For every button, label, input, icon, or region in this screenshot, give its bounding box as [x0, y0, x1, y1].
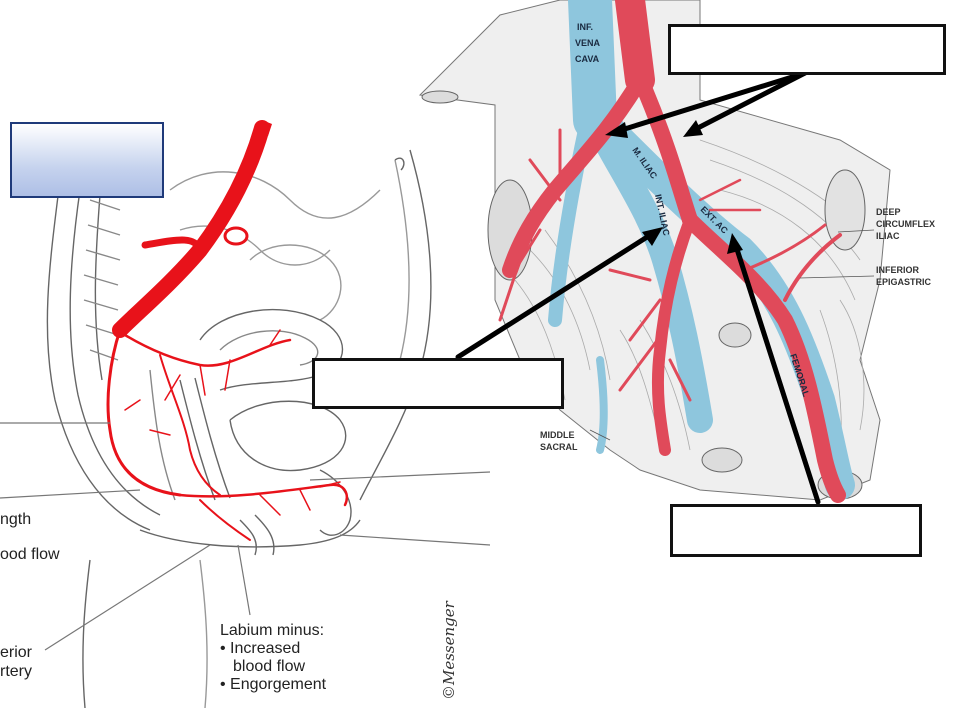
right-side-leader-lines — [589, 229, 875, 441]
pointer-arrows — [455, 70, 821, 505]
pubis-cut — [718, 322, 752, 348]
inferior-epigastric-label-2: EPIGASTRIC — [876, 277, 932, 287]
partial-label-length: ngth — [0, 511, 32, 528]
left-leader-lines — [0, 422, 491, 651]
middle-sacral-label-2: SACRAL — [540, 442, 578, 452]
aorta-top — [256, 120, 272, 136]
ivc-label-1: INF. — [577, 22, 593, 32]
deep-circumflex-label-1: DEEP — [876, 207, 901, 217]
left-artery-tree — [106, 120, 349, 541]
partial-label-blood-flow: ood flow — [0, 546, 60, 563]
labium-minus-bullet-1: • Increased — [220, 640, 301, 657]
blank-label-box-internal-iliac — [312, 358, 564, 409]
labium-minus-annotation: Labium minus: • Increased blood flow • E… — [220, 622, 326, 694]
blank-label-box-aorta — [10, 122, 164, 198]
coccyx-cut — [701, 447, 743, 473]
deep-circumflex-label-3: ILIAC — [876, 231, 900, 241]
labium-minus-heading: Labium minus: — [220, 622, 325, 639]
bone-head-right — [824, 169, 866, 251]
pointer-arrowheads — [605, 120, 743, 254]
deep-circumflex-label-2: CIRCUMFLEX — [876, 219, 935, 229]
ilium-top — [421, 90, 459, 104]
aorta-cut-end — [223, 226, 249, 246]
inferior-epigastric-label-1: INFERIOR — [876, 265, 920, 275]
ivc-label-3: CAVA — [575, 54, 600, 64]
partial-label-inferior: erior — [0, 644, 33, 661]
ivc-label-2: VENA — [575, 38, 601, 48]
labium-minus-bullet-3: • Engorgement — [220, 676, 327, 693]
right-side-labels: DEEP CIRCUMFLEX ILIAC INFERIOR EPIGASTRI… — [540, 207, 935, 452]
middle-sacral-label-1: MIDDLE — [540, 430, 575, 440]
right-arteries — [498, 0, 846, 503]
partial-label-artery: rtery — [0, 663, 32, 680]
blank-label-box-external-iliac — [670, 504, 922, 557]
left-pelvis-illustration — [46, 149, 432, 708]
artist-signature: ©Messenger — [440, 601, 458, 700]
labium-minus-bullet-2: blood flow — [233, 658, 306, 675]
blank-label-box-common-iliac — [668, 24, 946, 75]
